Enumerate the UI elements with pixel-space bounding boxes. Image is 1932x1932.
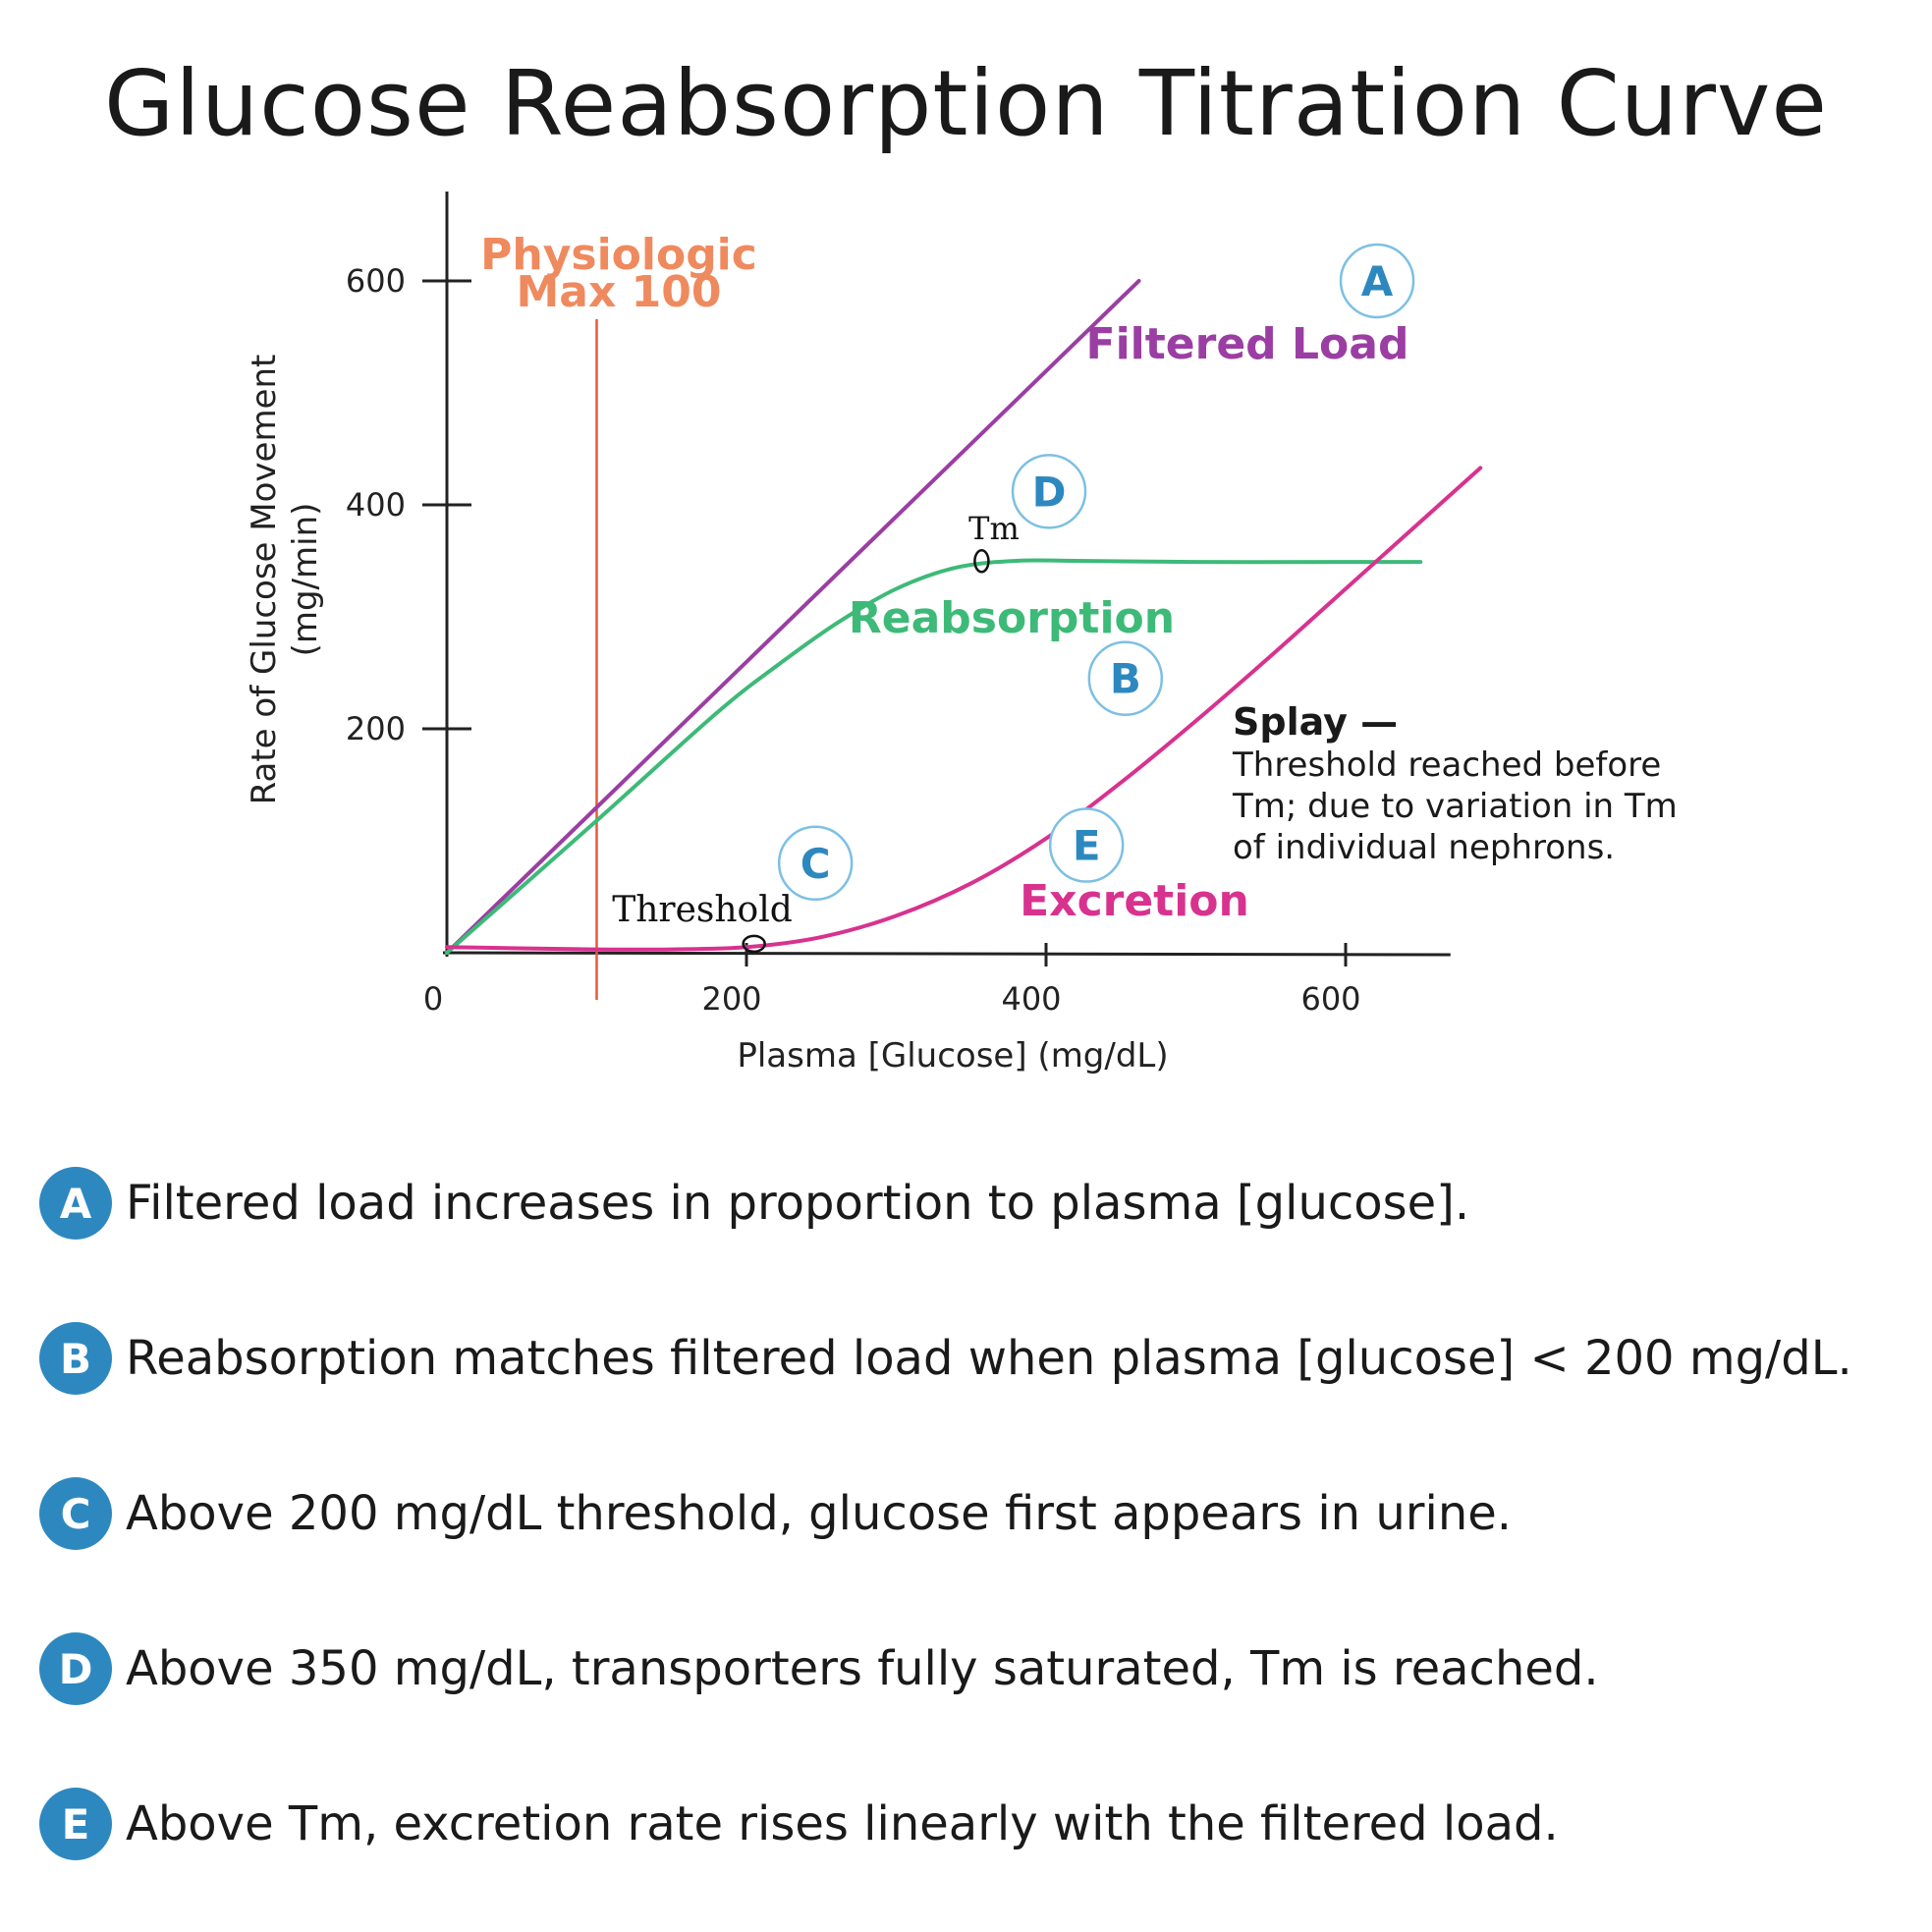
- y-axis-label: Rate of Glucose Movement(mg/min): [245, 355, 325, 805]
- x-axis: [442, 951, 1451, 957]
- physiologic-max-label: Max 100: [516, 267, 721, 317]
- y-tick-label: 600: [346, 262, 406, 300]
- x-tick-label: 400: [1001, 980, 1061, 1018]
- tm-label: Tm: [968, 510, 1020, 547]
- badge-c-circle: [777, 825, 854, 902]
- reabsorption-label: Reabsorption: [849, 593, 1175, 643]
- x-axis-label: Plasma [Glucose] (mg/dL): [737, 1036, 1168, 1076]
- splay-text: Tm; due to variation in Tm: [1232, 787, 1678, 826]
- page-title: Glucose Reabsorption Titration Curve: [104, 51, 1828, 156]
- splay-text: of individual nephrons.: [1233, 828, 1615, 867]
- badge-e-circle: [1048, 807, 1125, 883]
- note-text: Above 350 mg/dL, transporters fully satu…: [126, 1641, 1599, 1696]
- splay-heading: Splay —: [1233, 700, 1398, 744]
- note-badge-e: E: [39, 1788, 112, 1860]
- y-tick-label: 400: [346, 486, 406, 524]
- threshold-label: Threshold: [612, 890, 793, 930]
- tm-marker: [973, 549, 990, 574]
- series-excretion-line: [445, 466, 1483, 952]
- series-reabsorption-line: [445, 558, 1423, 955]
- badge-b-letter: B: [1110, 655, 1141, 703]
- note-text: Filtered load increases in proportion to…: [126, 1176, 1470, 1231]
- excretion-label: Excretion: [1020, 876, 1249, 926]
- note-badge-a: A: [39, 1167, 112, 1240]
- x-tick-label: 0: [423, 980, 443, 1018]
- badge-c-letter: C: [800, 840, 831, 888]
- badge-d-letter: D: [1032, 468, 1067, 516]
- badge-b-circle: [1087, 640, 1164, 716]
- badge-a-letter: A: [1361, 257, 1394, 305]
- filtered-load-label: Filtered Load: [1086, 319, 1409, 369]
- y-tick-label: 200: [346, 710, 406, 747]
- splay-text: Threshold reached before: [1232, 745, 1661, 785]
- note-item: B Reabsorption matches filtered load when…: [39, 1319, 1852, 1398]
- note-item: D Above 350 mg/dL, transporters fully sat…: [39, 1629, 1599, 1708]
- note-badge-b: B: [39, 1322, 112, 1395]
- badge-d-circle: [1011, 454, 1087, 529]
- badge-e-letter: E: [1073, 822, 1101, 870]
- threshold-marker: [742, 934, 766, 954]
- badge-a-circle: [1339, 243, 1415, 319]
- note-item: C Above 200 mg/dL threshold, glucose firs…: [39, 1474, 1512, 1553]
- series-filtered-line: [445, 279, 1141, 955]
- note-badge-d: D: [39, 1632, 112, 1705]
- physiologic-max-label: Physiologic: [480, 230, 757, 280]
- note-text: Above 200 mg/dL threshold, glucose first…: [126, 1486, 1513, 1541]
- note-item: A Filtered load increases in proportion t…: [39, 1164, 1469, 1242]
- note-item: E Above Tm, excretion rate rises linearly…: [39, 1785, 1559, 1863]
- x-tick-label: 600: [1300, 980, 1360, 1018]
- note-text: Above Tm, excretion rate rises linearly …: [126, 1796, 1559, 1851]
- note-text: Reabsorption matches filtered load when …: [126, 1331, 1852, 1386]
- x-tick-label: 200: [701, 980, 761, 1018]
- note-badge-c: C: [39, 1477, 112, 1550]
